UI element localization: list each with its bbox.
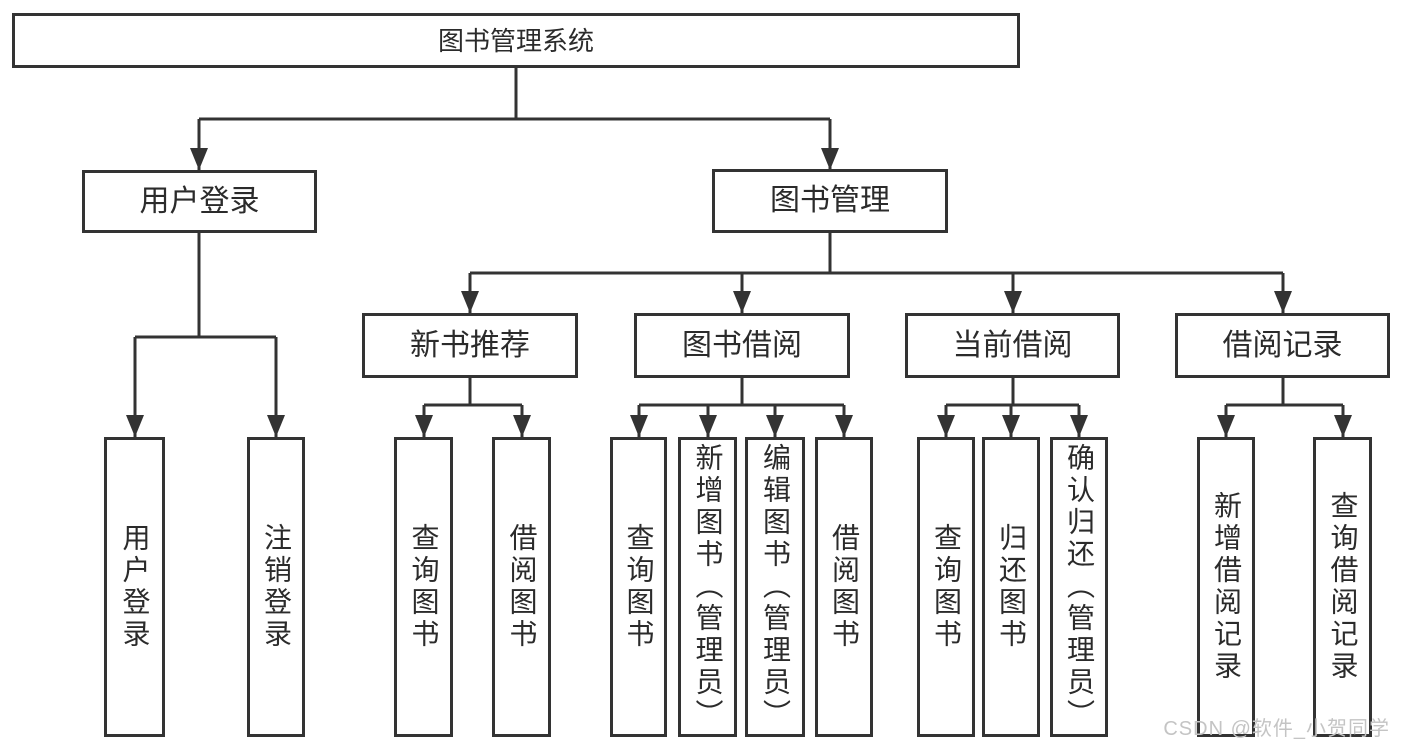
leaf-borrow-books: 借阅图书 bbox=[815, 437, 873, 737]
node-label: 新书推荐 bbox=[410, 328, 530, 362]
node-label: 新增借阅记录 bbox=[1211, 491, 1242, 683]
csdn-watermark: CSDN @软件_小贺同学 bbox=[1163, 718, 1390, 740]
leaf-edit-book-admin: 编辑图书（管理员） bbox=[745, 437, 805, 737]
leaf-query-books-current: 查询图书 bbox=[917, 437, 975, 737]
leaf-user-login: 用户登录 bbox=[104, 437, 165, 737]
node-label: 借阅图书 bbox=[506, 523, 538, 651]
node-label: 当前借阅 bbox=[952, 328, 1073, 362]
leaf-query-books-recommend: 查询图书 bbox=[394, 437, 453, 737]
node-current-borrowing: 当前借阅 bbox=[905, 313, 1120, 378]
leaf-logout: 注销登录 bbox=[247, 437, 305, 737]
node-borrowing-records: 借阅记录 bbox=[1175, 313, 1390, 378]
node-label: 确认归还（管理员） bbox=[1064, 443, 1095, 731]
node-label: 图书借阅 bbox=[682, 328, 802, 362]
leaf-query-borrow-record: 查询借阅记录 bbox=[1313, 437, 1372, 737]
leaf-add-borrow-record: 新增借阅记录 bbox=[1197, 437, 1255, 737]
node-book-management: 图书管理 bbox=[712, 169, 948, 233]
node-library-management-system: 图书管理系统 bbox=[12, 13, 1020, 68]
leaf-query-books-borrow: 查询图书 bbox=[610, 437, 667, 737]
node-new-book-recommendation: 新书推荐 bbox=[362, 313, 578, 378]
node-label: 查询借阅记录 bbox=[1327, 491, 1359, 683]
node-label: 新增图书（管理员） bbox=[692, 443, 724, 731]
leaf-return-books: 归还图书 bbox=[982, 437, 1040, 737]
leaf-add-book-admin: 新增图书（管理员） bbox=[678, 437, 737, 737]
node-label: 查询图书 bbox=[931, 523, 962, 651]
node-label: 注销登录 bbox=[261, 523, 292, 651]
leaf-confirm-return-admin: 确认归还（管理员） bbox=[1050, 437, 1108, 737]
node-label: 用户登录 bbox=[119, 523, 151, 651]
node-label: 查询图书 bbox=[408, 523, 440, 651]
node-label: 图书管理系统 bbox=[437, 25, 594, 56]
node-label: 借阅图书 bbox=[829, 523, 860, 651]
node-user-login: 用户登录 bbox=[82, 170, 317, 233]
node-label: 编辑图书（管理员） bbox=[760, 443, 791, 731]
node-book-borrowing: 图书借阅 bbox=[634, 313, 850, 378]
arrows-to-level2 bbox=[190, 119, 839, 170]
node-label: 查询图书 bbox=[623, 523, 655, 651]
node-label: 归还图书 bbox=[996, 523, 1027, 651]
node-label: 图书管理 bbox=[770, 184, 890, 217]
arrows-to-level3 bbox=[461, 273, 1292, 313]
node-label: 借阅记录 bbox=[1222, 328, 1343, 362]
node-label: 用户登录 bbox=[139, 184, 260, 218]
leaf-borrow-books-recommend: 借阅图书 bbox=[492, 437, 551, 737]
